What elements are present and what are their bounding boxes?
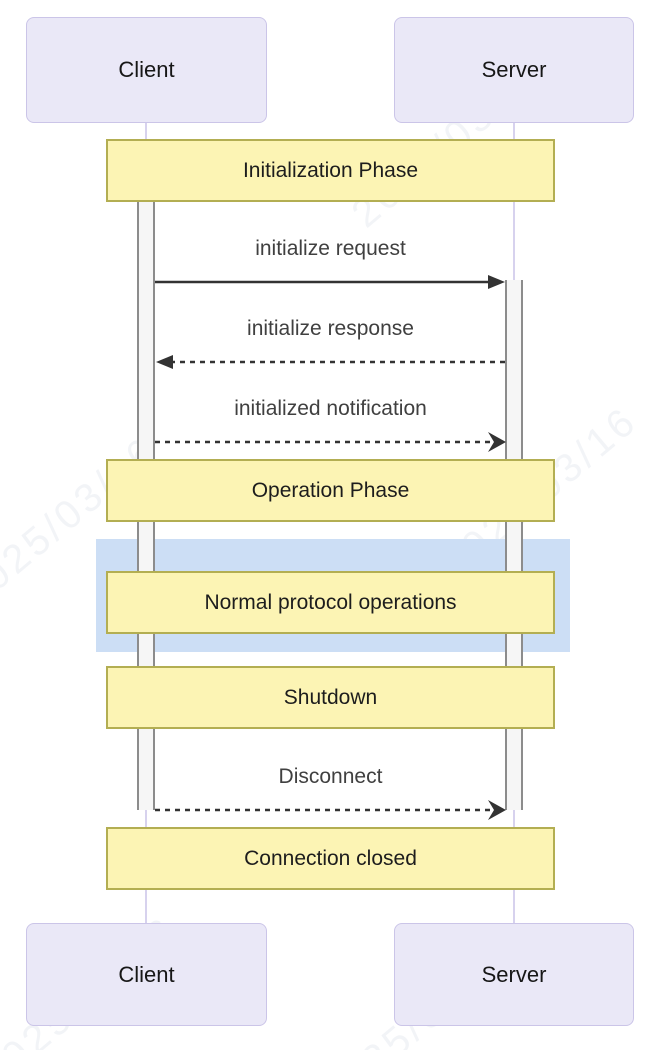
note-operation-phase: Operation Phase (106, 459, 555, 522)
actor-box-client-bottom: Client (26, 923, 267, 1026)
note-initialization-phase: Initialization Phase (106, 139, 555, 202)
actor-box-server-bottom: Server (394, 923, 634, 1026)
note-normal-operations: Normal protocol operations (106, 571, 555, 634)
actor-box-client-top: Client (26, 17, 267, 123)
note-shutdown: Shutdown (106, 666, 555, 729)
arrow-initialized-notification (155, 432, 506, 452)
message-label-initialize-request: initialize request (255, 237, 406, 260)
message-label-initialized-notification: initialized notification (234, 397, 427, 420)
message-label-disconnect: Disconnect (278, 765, 383, 788)
activation-bar-server (505, 280, 523, 810)
actor-box-server-top: Server (394, 17, 634, 123)
arrow-initialize-response (156, 355, 505, 369)
arrow-initialize-request (155, 275, 505, 289)
arrow-disconnect (155, 800, 506, 820)
message-label-initialize-response: initialize response (247, 317, 414, 340)
note-connection-closed: Connection closed (106, 827, 555, 890)
